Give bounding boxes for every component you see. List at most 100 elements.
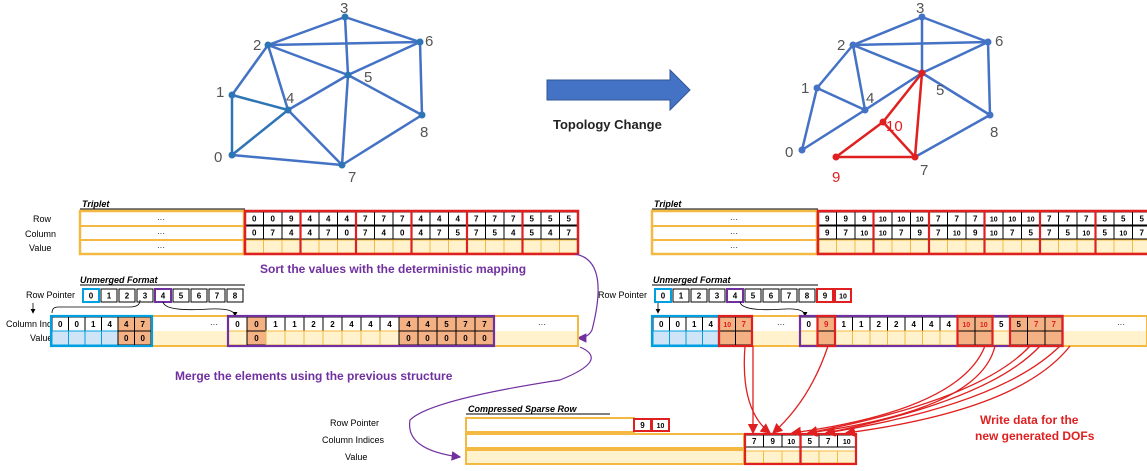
svg-text:3: 3 [143, 292, 148, 301]
csr-value-cell [801, 451, 820, 463]
svg-text:4: 4 [308, 215, 313, 224]
svg-text:4: 4 [382, 229, 387, 238]
triplet-col-cell: 7 [560, 226, 579, 239]
csr-title: Compressed Sparse Row [468, 404, 578, 414]
triplet-value-cell [855, 240, 874, 253]
triplet-col-cell: 10 [1114, 226, 1133, 239]
svg-text:4: 4 [345, 215, 350, 224]
sort-description: Sort the values with the deterministic m… [260, 262, 526, 276]
svg-text:7: 7 [511, 215, 516, 224]
right-value-first-cell [719, 331, 736, 345]
left-value-second-cell [323, 331, 342, 345]
svg-text:9: 9 [771, 437, 776, 446]
right-value-second-cell [870, 331, 888, 345]
right-value-second-cell [975, 331, 993, 345]
right-node-8: 8 [990, 124, 998, 141]
svg-text:0: 0 [75, 320, 80, 329]
triplet-row-cell: 10 [874, 212, 893, 225]
svg-text:9: 9 [824, 320, 829, 329]
svg-text:0: 0 [141, 334, 146, 343]
svg-text:9: 9 [973, 229, 978, 238]
left-value-second-cell: 0 [437, 331, 456, 345]
svg-text:8: 8 [233, 292, 238, 301]
svg-text:0: 0 [659, 320, 664, 329]
svg-text:7: 7 [787, 292, 792, 301]
svg-text:4: 4 [548, 229, 553, 238]
triplet-value-cell [892, 240, 911, 253]
csr-value-cell [764, 451, 783, 463]
left-node-3: 3 [340, 0, 348, 17]
left-colind-second-cell: 4 [399, 317, 418, 331]
triplet-row-cell: 7 [966, 212, 985, 225]
triplet-row-cell: 5 [560, 212, 579, 225]
left-node-1: 1 [216, 84, 224, 101]
svg-text:10: 10 [879, 217, 887, 224]
right-colind-first-cell: 4 [703, 317, 720, 331]
triplet-row-cell: 9 [818, 212, 837, 225]
right-node-3: 3 [916, 0, 924, 17]
svg-text:7: 7 [1047, 229, 1052, 238]
right-colind-first-cell: 0 [653, 317, 670, 331]
triplet-col-cell: 7 [430, 226, 449, 239]
triplet-row-cell: 5 [523, 212, 542, 225]
svg-text:5: 5 [1017, 320, 1022, 329]
left-value-first-cell [69, 331, 86, 345]
csr-value-cell [838, 451, 857, 463]
triplet-col-cell: 9 [966, 226, 985, 239]
row-pointer-cell: 6 [191, 289, 207, 302]
triplet-value-cell [282, 240, 301, 253]
triplet-col-cell: 7 [264, 226, 283, 239]
right-value-second-cell [835, 331, 853, 345]
svg-text:10: 10 [723, 322, 731, 329]
svg-text:2: 2 [330, 320, 335, 329]
row-pointer-cell: 1 [673, 289, 689, 302]
triplet-value-cell [430, 240, 449, 253]
svg-text:0: 0 [252, 215, 257, 224]
svg-text:4: 4 [308, 229, 313, 238]
left-value-second-cell [380, 331, 399, 345]
triplet-col-cell: 7 [1040, 226, 1059, 239]
svg-text:4: 4 [912, 320, 917, 329]
svg-text:0: 0 [676, 320, 681, 329]
left-value-second-cell: 0 [418, 331, 437, 345]
svg-text:1: 1 [292, 320, 297, 329]
triplet-value-cell [486, 240, 505, 253]
right-value-second-cell [853, 331, 871, 345]
triplet-row-cell: 10 [985, 212, 1004, 225]
svg-text:4: 4 [406, 320, 411, 329]
svg-text:5: 5 [456, 229, 461, 238]
left-colind-second-cell: 1 [285, 317, 304, 331]
csr-colind-cell: 10 [782, 435, 801, 447]
triplet-value-cell [1077, 240, 1096, 253]
triplet-value-cell [1114, 240, 1133, 253]
right-node-5: 5 [936, 82, 944, 99]
right-unmerged-title: Unmerged Format [653, 275, 732, 285]
triplet-row-cell: 4 [412, 212, 431, 225]
triplet-col-cell: 0 [245, 226, 264, 239]
triplet-row-cell: 10 [1003, 212, 1022, 225]
left-trip-ellipsis-2: ··· [157, 229, 165, 238]
left-node-6: 6 [425, 33, 433, 50]
svg-text:4: 4 [456, 215, 461, 224]
triplet-col-cell: 4 [504, 226, 523, 239]
left-value-first-cell [85, 331, 102, 345]
triplet-col-cell: 4 [282, 226, 301, 239]
right-node-0: 0 [785, 144, 793, 161]
svg-text:7: 7 [326, 229, 331, 238]
right-value-first-cell [736, 331, 753, 345]
svg-text:7: 7 [271, 229, 276, 238]
triplet-value-cell [874, 240, 893, 253]
svg-text:4: 4 [733, 292, 738, 301]
svg-text:7: 7 [567, 229, 572, 238]
svg-text:5: 5 [548, 215, 553, 224]
triplet-col-cell: 4 [541, 226, 560, 239]
svg-text:5: 5 [999, 320, 1004, 329]
svg-text:7: 7 [1052, 320, 1057, 329]
csr-block: Compressed Sparse Row Row Pointer Column… [322, 404, 856, 464]
triplet-col-cell: 7 [1133, 226, 1147, 239]
triplet-value-cell [319, 240, 338, 253]
triplet-row-cell: 9 [837, 212, 856, 225]
left-colind-first-cell: 0 [52, 317, 69, 331]
svg-text:5: 5 [567, 215, 572, 224]
